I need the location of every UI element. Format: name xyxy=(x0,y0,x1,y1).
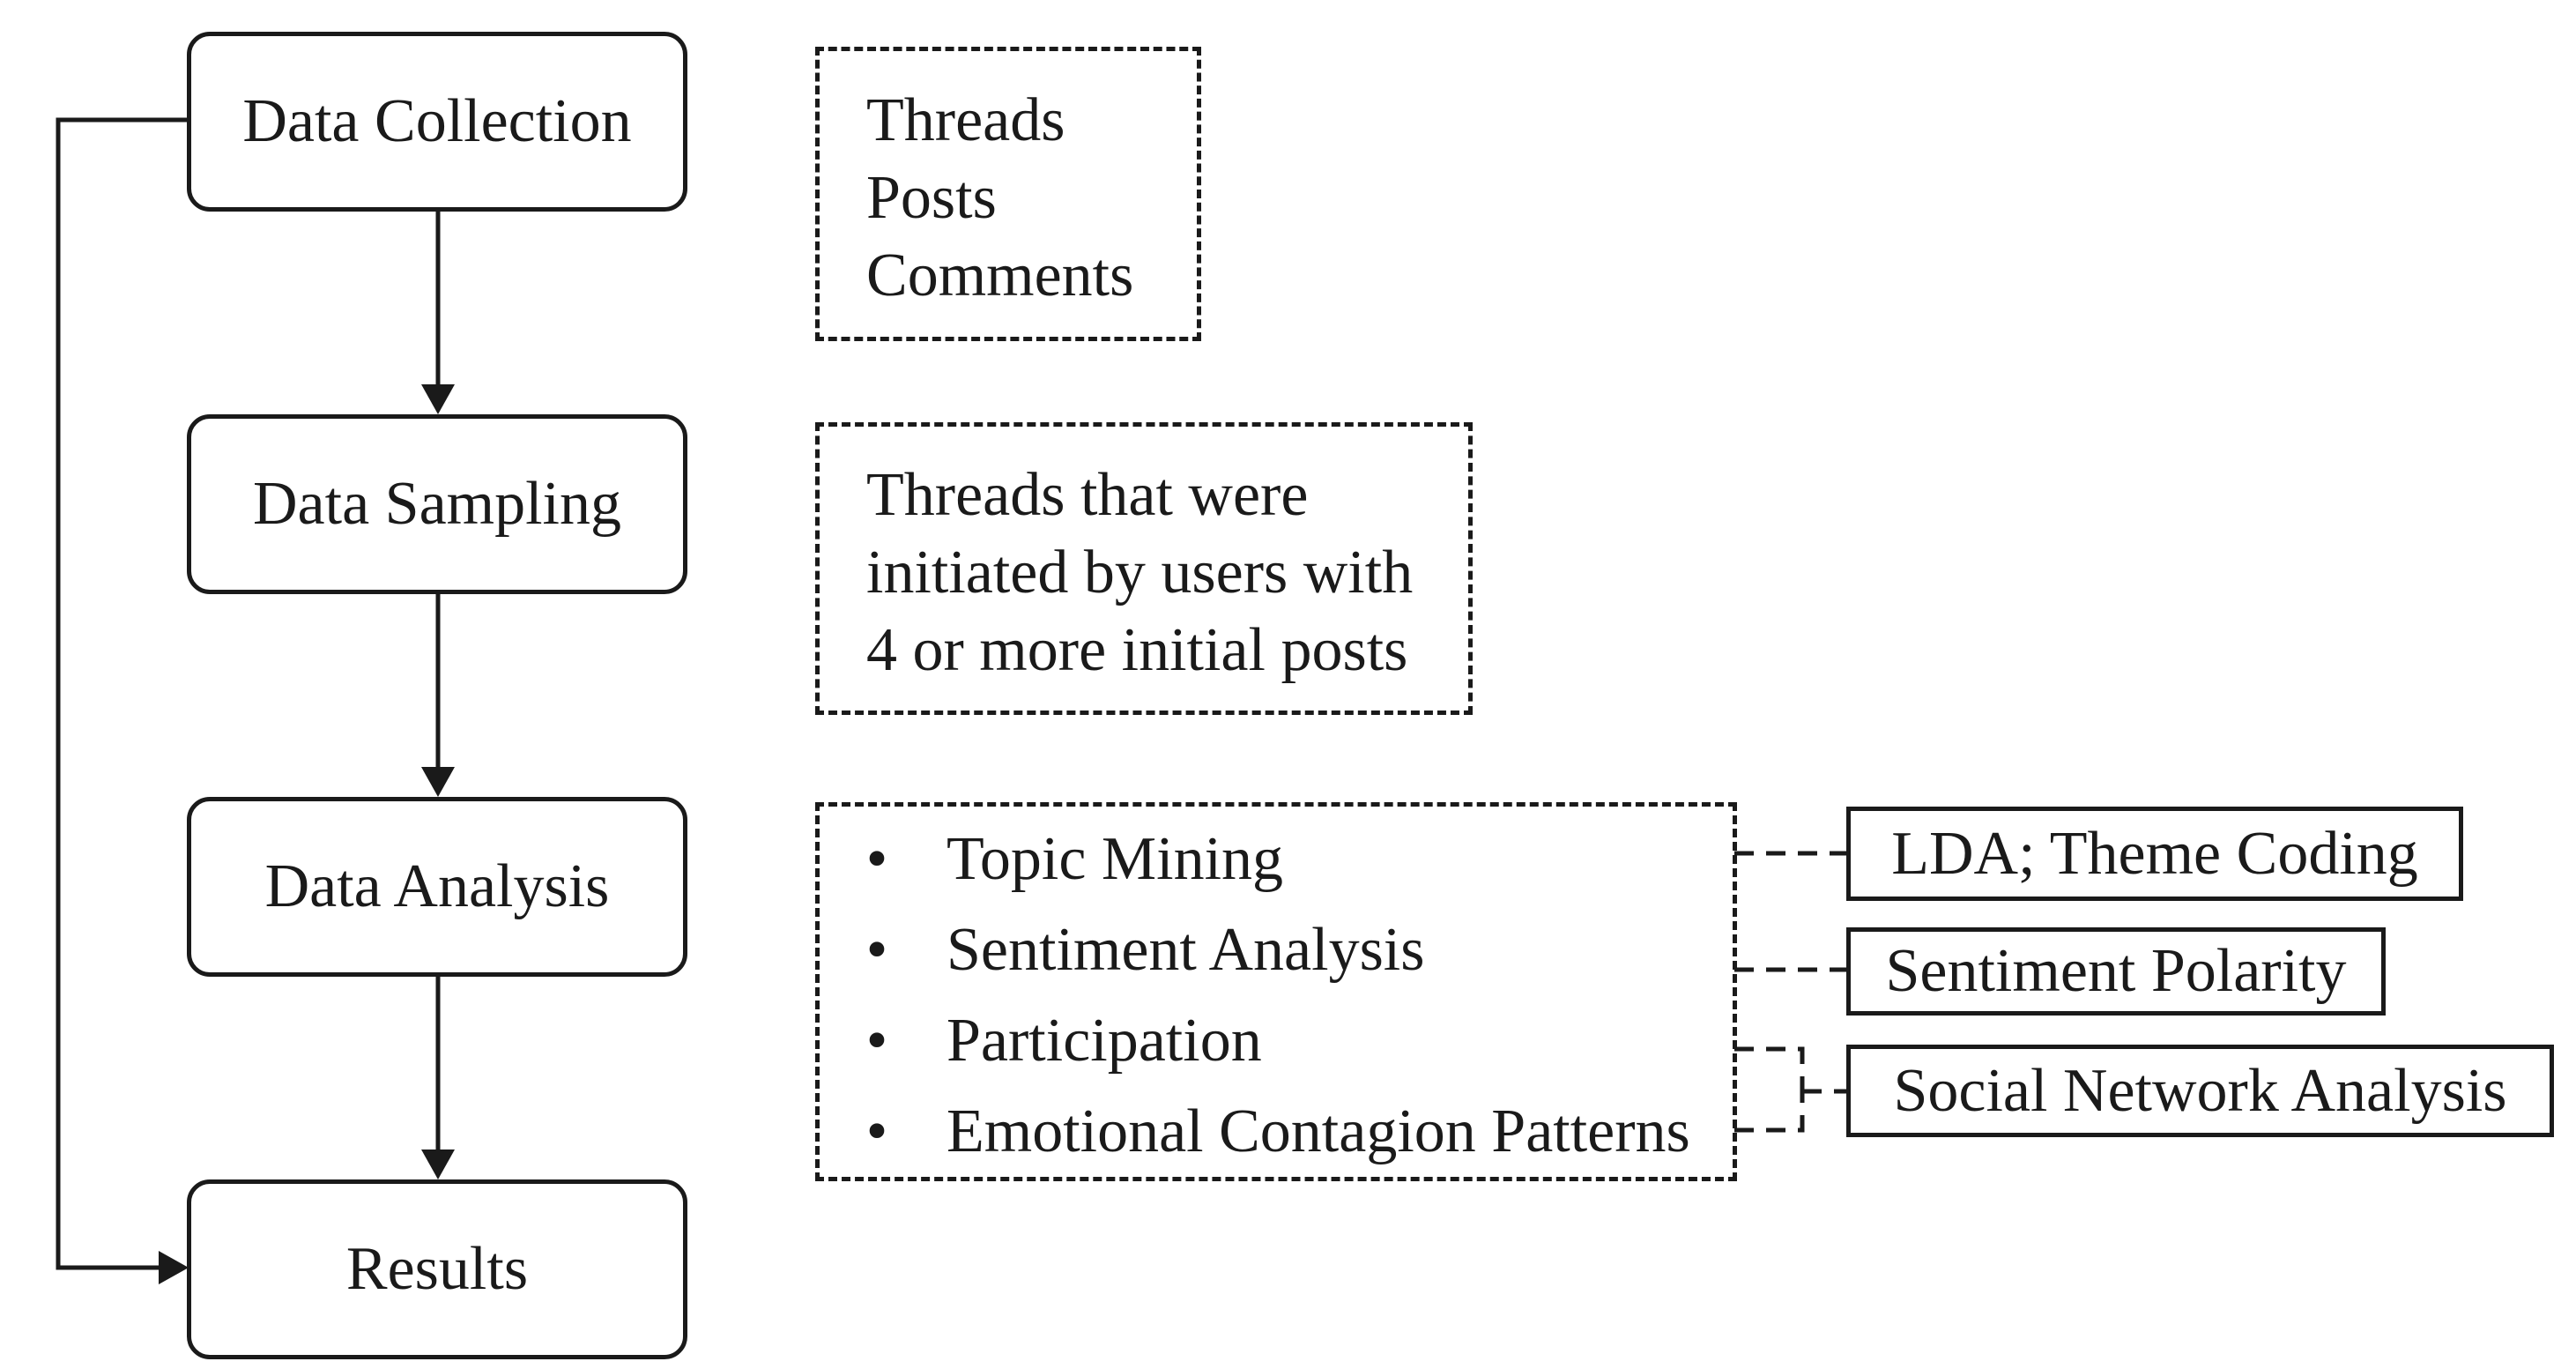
method-label: Sentiment Polarity xyxy=(1885,937,2347,1005)
analysis-item-text: Participation xyxy=(947,1006,1262,1075)
method-lda-theme-coding: LDA; Theme Coding xyxy=(1846,807,2463,901)
method-sentiment-polarity: Sentiment Polarity xyxy=(1846,927,2386,1016)
arrowhead-down-3 xyxy=(421,1150,455,1179)
analysis-details-box: • Topic Mining • Sentiment Analysis • Pa… xyxy=(815,802,1737,1181)
bullet: • xyxy=(865,1097,888,1165)
detail-line: Comments xyxy=(866,242,1134,309)
list-item: • Emotional Contagion Patterns xyxy=(820,1086,1733,1177)
stage-label: Data Analysis xyxy=(264,852,610,920)
stage-label: Data Collection xyxy=(242,87,632,155)
detail-line: initiated by users with xyxy=(866,539,1414,606)
analysis-item-text: Sentiment Analysis xyxy=(947,915,1425,984)
bypass-line-collection-to-results xyxy=(56,117,187,1270)
sampling-details-box: Threads that were initiated by users wit… xyxy=(815,422,1473,715)
collection-details-box: Threads Posts Comments xyxy=(815,47,1201,341)
arrowhead-right-results xyxy=(159,1251,189,1284)
stage-results: Results xyxy=(187,1179,687,1359)
bullet: • xyxy=(865,1006,888,1075)
connector-participation-to-sna xyxy=(1734,1046,1805,1091)
method-social-network-analysis: Social Network Analysis xyxy=(1846,1045,2554,1137)
list-item: • Participation xyxy=(820,995,1733,1086)
list-item: • Topic Mining xyxy=(820,814,1733,904)
detail-line: Posts xyxy=(866,164,997,232)
method-label: Social Network Analysis xyxy=(1893,1056,2507,1125)
stage-label: Data Sampling xyxy=(253,470,621,538)
detail-line: Threads xyxy=(866,86,1065,154)
stage-data-sampling: Data Sampling xyxy=(187,414,687,594)
stage-data-analysis: Data Analysis xyxy=(187,797,687,977)
analysis-bullet-list: • Topic Mining • Sentiment Analysis • Pa… xyxy=(820,814,1733,1177)
connector-contagion-to-sna xyxy=(1734,1091,1805,1133)
method-label: LDA; Theme Coding xyxy=(1891,819,2418,888)
arrowhead-down-1 xyxy=(421,384,455,414)
bullet: • xyxy=(865,824,888,893)
detail-line: 4 or more initial posts xyxy=(866,616,1408,684)
list-item: • Sentiment Analysis xyxy=(820,904,1733,995)
analysis-item-text: Topic Mining xyxy=(947,824,1284,893)
arrowhead-down-2 xyxy=(421,767,455,797)
bullet: • xyxy=(865,915,888,984)
stage-data-collection: Data Collection xyxy=(187,32,687,212)
analysis-item-text: Emotional Contagion Patterns xyxy=(947,1097,1690,1165)
stage-label: Results xyxy=(345,1235,529,1303)
detail-line: Threads that were xyxy=(866,461,1309,529)
